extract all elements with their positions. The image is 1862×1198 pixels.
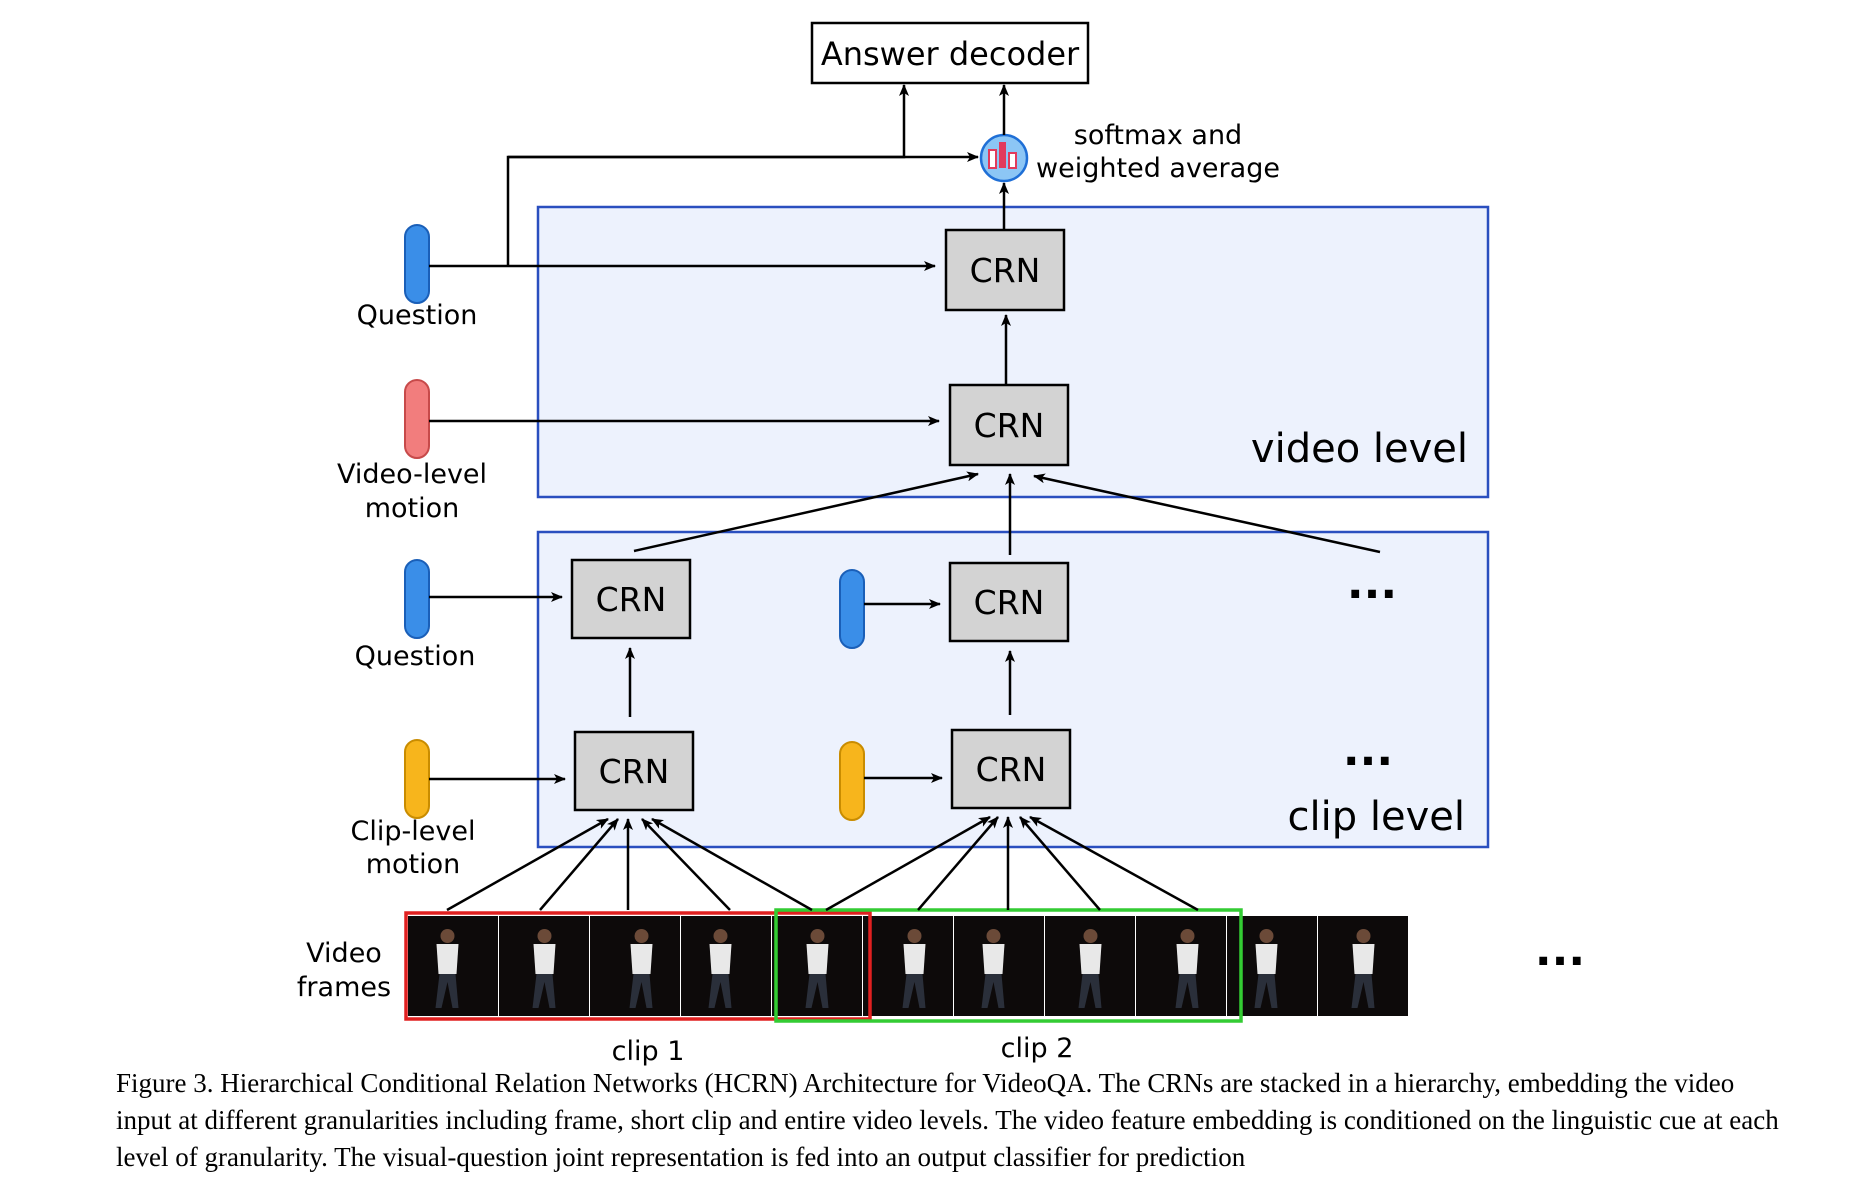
- crn-video-top: CRN: [944, 228, 1066, 312]
- video-frame-thumbnail: [590, 916, 680, 1016]
- answer-decoder-box: [810, 21, 1090, 85]
- crn-clip2-top: CRN: [948, 561, 1070, 643]
- crn-video-mid: CRN: [948, 383, 1070, 467]
- question-label-clip: Question: [355, 641, 476, 672]
- softmax-icon: [979, 133, 1029, 183]
- clip-motion-label-1: Clip-level: [351, 816, 476, 847]
- video-frame-thumbnail: [499, 916, 589, 1016]
- answer-decoder-label: Answer decoder: [821, 35, 1080, 73]
- caption-figure-number: Figure 3.: [116, 1068, 214, 1098]
- video-frame-thumbnail: [681, 916, 771, 1016]
- video-frames-label-2: frames: [297, 972, 391, 1003]
- arrows: [429, 84, 1381, 912]
- clip2-label: clip 2: [1001, 1033, 1074, 1064]
- crn-clip1-top: CRN: [570, 558, 692, 640]
- question-label-video: Question: [357, 300, 478, 331]
- question-pill-clip: [404, 559, 430, 639]
- video-frame-thumbnail: [954, 916, 1044, 1016]
- clip-motion-pill-clip2: [839, 741, 865, 821]
- question-pill-clip2: [839, 569, 865, 649]
- ellipsis-frames: ...: [1535, 925, 1585, 976]
- question-pill-video: [404, 224, 430, 304]
- video-frame-thumbnail: [1045, 916, 1135, 1016]
- svg-text:CRN: CRN: [974, 406, 1045, 445]
- svg-text:CRN: CRN: [974, 583, 1045, 622]
- video-frame-thumbnail: [1318, 916, 1408, 1016]
- video-level-label: video level: [1251, 426, 1468, 472]
- svg-text:CRN: CRN: [596, 580, 667, 619]
- crn-clip1-bottom: CRN: [573, 730, 695, 812]
- svg-text:CRN: CRN: [976, 750, 1047, 789]
- softmax-label-line1: softmax and: [1074, 120, 1242, 151]
- video-frames-label-1: Video: [306, 938, 382, 969]
- clip-level-label: clip level: [1288, 794, 1465, 840]
- clip-motion-pill: [404, 739, 430, 819]
- video-motion-pill: [404, 379, 430, 459]
- ellipsis-clip-bottom: ...: [1343, 725, 1393, 776]
- ellipsis-clip-top: ...: [1347, 558, 1397, 609]
- softmax-label-line2: weighted average: [1036, 153, 1280, 184]
- video-frame-thumbnail: [772, 916, 862, 1016]
- svg-text:CRN: CRN: [970, 251, 1041, 290]
- clip1-border: [404, 911, 872, 1021]
- video-frame-thumbnail: [1136, 916, 1226, 1016]
- clip1-label: clip 1: [612, 1036, 685, 1067]
- video-motion-label-2: motion: [365, 493, 460, 524]
- video-frame-thumbnail: [408, 916, 498, 1016]
- caption-text: Hierarchical Conditional Relation Networ…: [116, 1068, 1779, 1172]
- video-frames-strip: [408, 916, 1408, 1016]
- crn-clip2-bottom: CRN: [950, 728, 1072, 810]
- svg-text:CRN: CRN: [599, 752, 670, 791]
- figure-caption: Figure 3. Hierarchical Conditional Relat…: [116, 1065, 1796, 1176]
- video-frame-thumbnail: [863, 916, 953, 1016]
- video-motion-label-1: Video-level: [337, 459, 487, 490]
- clip-motion-label-2: motion: [366, 849, 461, 880]
